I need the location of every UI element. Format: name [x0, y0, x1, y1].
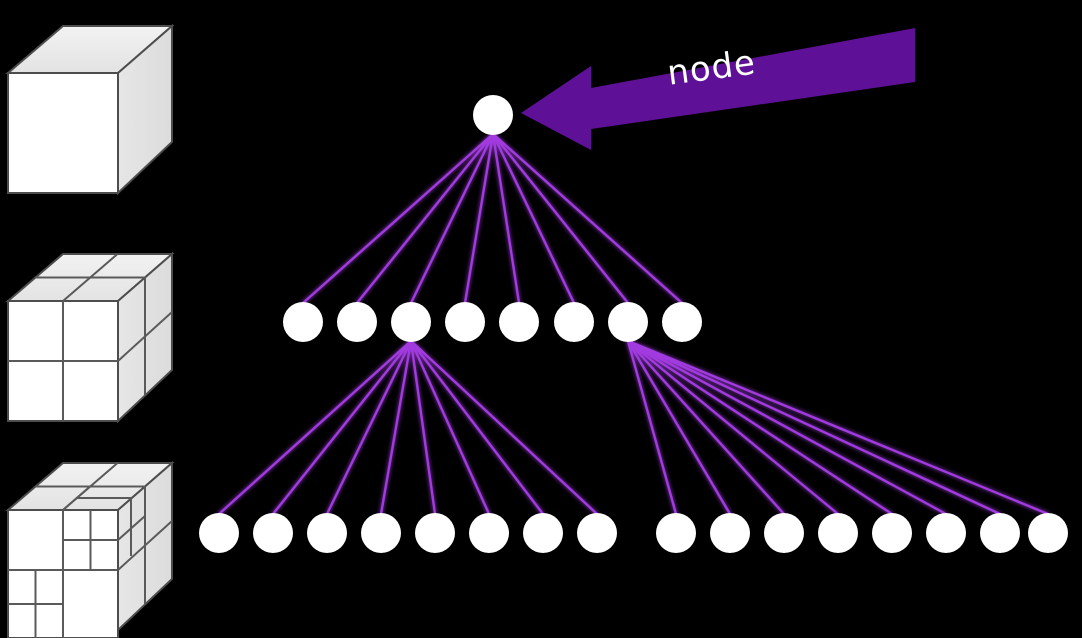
tree-nodes — [199, 95, 1068, 553]
level1-node-4[interactable] — [445, 302, 485, 342]
level2-node-4[interactable] — [361, 513, 401, 553]
level1-node-5[interactable] — [499, 302, 539, 342]
level2-node-12[interactable] — [818, 513, 858, 553]
level2-nodes — [199, 513, 1068, 553]
level2-node-15[interactable] — [980, 513, 1020, 553]
level1-node-8[interactable] — [662, 302, 702, 342]
level1-node-3[interactable] — [391, 302, 431, 342]
level1-node-6[interactable] — [554, 302, 594, 342]
level2-node-5[interactable] — [415, 513, 455, 553]
level1-node-7[interactable] — [608, 302, 648, 342]
level1-nodes — [283, 302, 702, 342]
root-node[interactable] — [473, 95, 513, 135]
cube-level-1 — [5, 251, 175, 424]
edges-level1-node7-to-leaves — [626, 339, 1050, 516]
level2-node-11[interactable] — [764, 513, 804, 553]
level2-node-1[interactable] — [199, 513, 239, 553]
level2-node-16[interactable] — [1028, 513, 1068, 553]
level2-node-7[interactable] — [523, 513, 563, 553]
edges-root-to-level1 — [301, 132, 684, 305]
edges-level1-node3-to-leaves — [217, 339, 599, 516]
level1-node-2[interactable] — [337, 302, 377, 342]
level2-node-13[interactable] — [872, 513, 912, 553]
left-arrow-icon — [521, 28, 915, 150]
level2-node-9[interactable] — [656, 513, 696, 553]
level2-node-3[interactable] — [307, 513, 347, 553]
node-annotation: node — [521, 28, 915, 150]
tree-edges — [217, 132, 1050, 516]
level1-node-1[interactable] — [283, 302, 323, 342]
level2-node-10[interactable] — [710, 513, 750, 553]
cube-level-0 — [5, 23, 175, 196]
cube-level-2 — [5, 460, 175, 638]
level2-node-14[interactable] — [926, 513, 966, 553]
level2-node-8[interactable] — [577, 513, 617, 553]
level2-node-2[interactable] — [253, 513, 293, 553]
level2-node-6[interactable] — [469, 513, 509, 553]
